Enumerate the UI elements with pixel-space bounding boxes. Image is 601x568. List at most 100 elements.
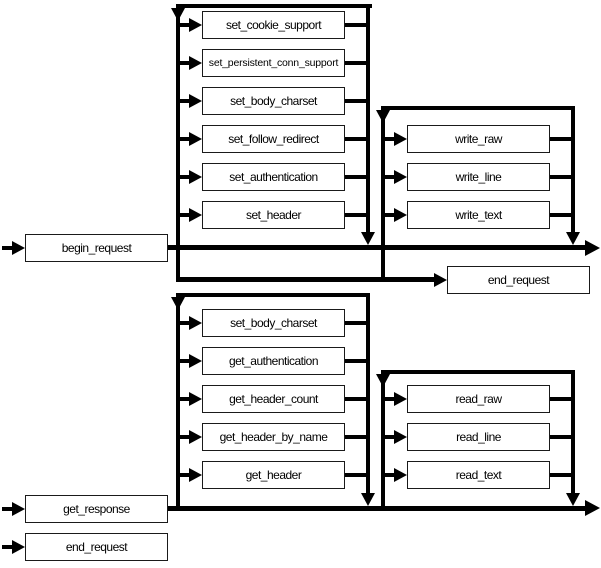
entry-line-begin-request (2, 246, 14, 250)
connector-line (550, 137, 573, 141)
connector-line (178, 175, 192, 179)
node-set-cookie-support: set_cookie_support (202, 11, 345, 39)
read-loop-entry-arrow (376, 374, 390, 387)
connector-line (550, 397, 573, 401)
set-loop-left-line (176, 4, 180, 282)
connector-line (550, 473, 573, 477)
node-get-authentication: get_authentication (202, 347, 345, 375)
read-loop-right-line (571, 370, 575, 494)
get-loop-top-line (176, 293, 370, 297)
arrowhead (189, 94, 202, 108)
connector-line (345, 61, 370, 65)
entry-line-end-request-final (2, 545, 14, 549)
set-loop-entry-arrow (171, 8, 185, 21)
arrowhead (394, 392, 407, 406)
get-loop-right-line (366, 293, 370, 494)
connector-line (178, 213, 192, 217)
connector-line (345, 435, 370, 439)
write-loop-right-line (571, 106, 575, 232)
begin-request-flow-line (168, 245, 587, 250)
node-get-response: get_response (25, 495, 168, 523)
response-flow-continue-arrow (585, 500, 600, 516)
connector-line (385, 435, 397, 439)
arrowhead (189, 170, 202, 184)
write-loop-entry-arrow (376, 110, 390, 123)
node-set-header: set_header (202, 201, 345, 229)
entry-line-get-response (2, 507, 14, 511)
read-loop-top-line (381, 370, 575, 374)
connector-line (345, 99, 370, 103)
arrowhead (394, 132, 407, 146)
connector-line (345, 359, 370, 363)
connector-line (550, 435, 573, 439)
connector-line (178, 435, 192, 439)
arrowhead (189, 316, 202, 330)
connector-line (345, 137, 370, 141)
node-get-header: get_header (202, 461, 345, 489)
connector-line (345, 397, 370, 401)
arrowhead (394, 170, 407, 184)
arrowhead (189, 56, 202, 70)
arrowhead (189, 430, 202, 444)
read-loop-exit-arrow (566, 493, 580, 506)
node-write-text: write_text (407, 201, 550, 229)
end-request-branch-line (176, 277, 434, 282)
connector-line (178, 137, 192, 141)
connector-line (178, 99, 192, 103)
end-request-branch-arrow (434, 273, 447, 287)
node-set-authentication: set_authentication (202, 163, 345, 191)
connector-line (385, 473, 397, 477)
set-loop-top-line (176, 4, 372, 8)
connector-line (178, 321, 192, 325)
connector-line (550, 213, 573, 217)
entry-arrow-get-response (12, 502, 25, 516)
node-set-body-charset-request: set_body_charset (202, 87, 345, 115)
connector-line (178, 359, 192, 363)
arrowhead (189, 354, 202, 368)
connector-line (345, 23, 370, 27)
connector-line (345, 473, 370, 477)
connector-line (345, 213, 370, 217)
get-loop-exit-arrow (361, 493, 375, 506)
arrowhead (189, 468, 202, 482)
connector-line (345, 175, 370, 179)
connector-line (550, 175, 573, 179)
entry-arrow-end-request-final (12, 540, 25, 554)
arrowhead (394, 468, 407, 482)
get-loop-entry-arrow (171, 297, 185, 310)
node-get-header-by-name: get_header_by_name (202, 423, 345, 451)
connector-line (385, 397, 397, 401)
arrowhead (189, 18, 202, 32)
node-read-text: read_text (407, 461, 550, 489)
arrowhead (189, 132, 202, 146)
node-set-follow-redirect: set_follow_redirect (202, 125, 345, 153)
node-write-line: write_line (407, 163, 550, 191)
set-loop-right-line (366, 4, 370, 234)
write-loop-left-line (381, 106, 385, 282)
get-loop-left-line (176, 293, 180, 511)
node-set-body-charset-response: set_body_charset (202, 309, 345, 337)
node-set-persistent-conn-support: set_persistent_conn_support (202, 49, 345, 77)
node-get-header-count: get_header_count (202, 385, 345, 413)
connector-line (345, 321, 370, 325)
write-loop-top-line (381, 106, 575, 110)
get-response-flow-line (168, 506, 587, 511)
entry-arrow-begin-request (12, 241, 25, 255)
connector-line (385, 175, 397, 179)
request-flow-continue-arrow (585, 240, 600, 256)
connector-line (178, 473, 192, 477)
node-read-raw: read_raw (407, 385, 550, 413)
node-begin-request: begin_request (25, 234, 168, 262)
write-loop-exit-arrow (566, 232, 580, 245)
arrowhead (189, 208, 202, 222)
connector-line (385, 137, 397, 141)
connector-line (178, 397, 192, 401)
node-write-raw: write_raw (407, 125, 550, 153)
read-loop-left-line (381, 370, 385, 511)
set-loop-exit-arrow (361, 232, 375, 245)
arrowhead (394, 208, 407, 222)
arrowhead (189, 392, 202, 406)
connector-line (178, 23, 192, 27)
node-end-request-after-write: end_request (447, 266, 590, 294)
